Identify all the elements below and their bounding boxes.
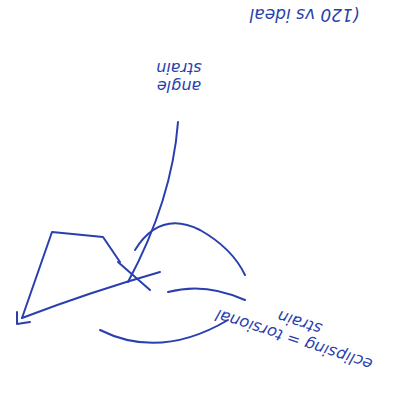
ring-bond	[22, 272, 160, 318]
hydrogen-arc	[168, 288, 245, 300]
handwritten-note: angle strain	[146, 58, 212, 95]
handwritten-note: (120 vs ideal	[222, 4, 387, 24]
ring-bond	[22, 232, 120, 318]
leader-line	[128, 122, 178, 282]
hydrogen-arc	[100, 320, 228, 343]
ring-bond	[118, 262, 150, 290]
handwritten-note: eclipsing = torsional strain	[210, 287, 383, 375]
ring-bond	[17, 312, 30, 324]
